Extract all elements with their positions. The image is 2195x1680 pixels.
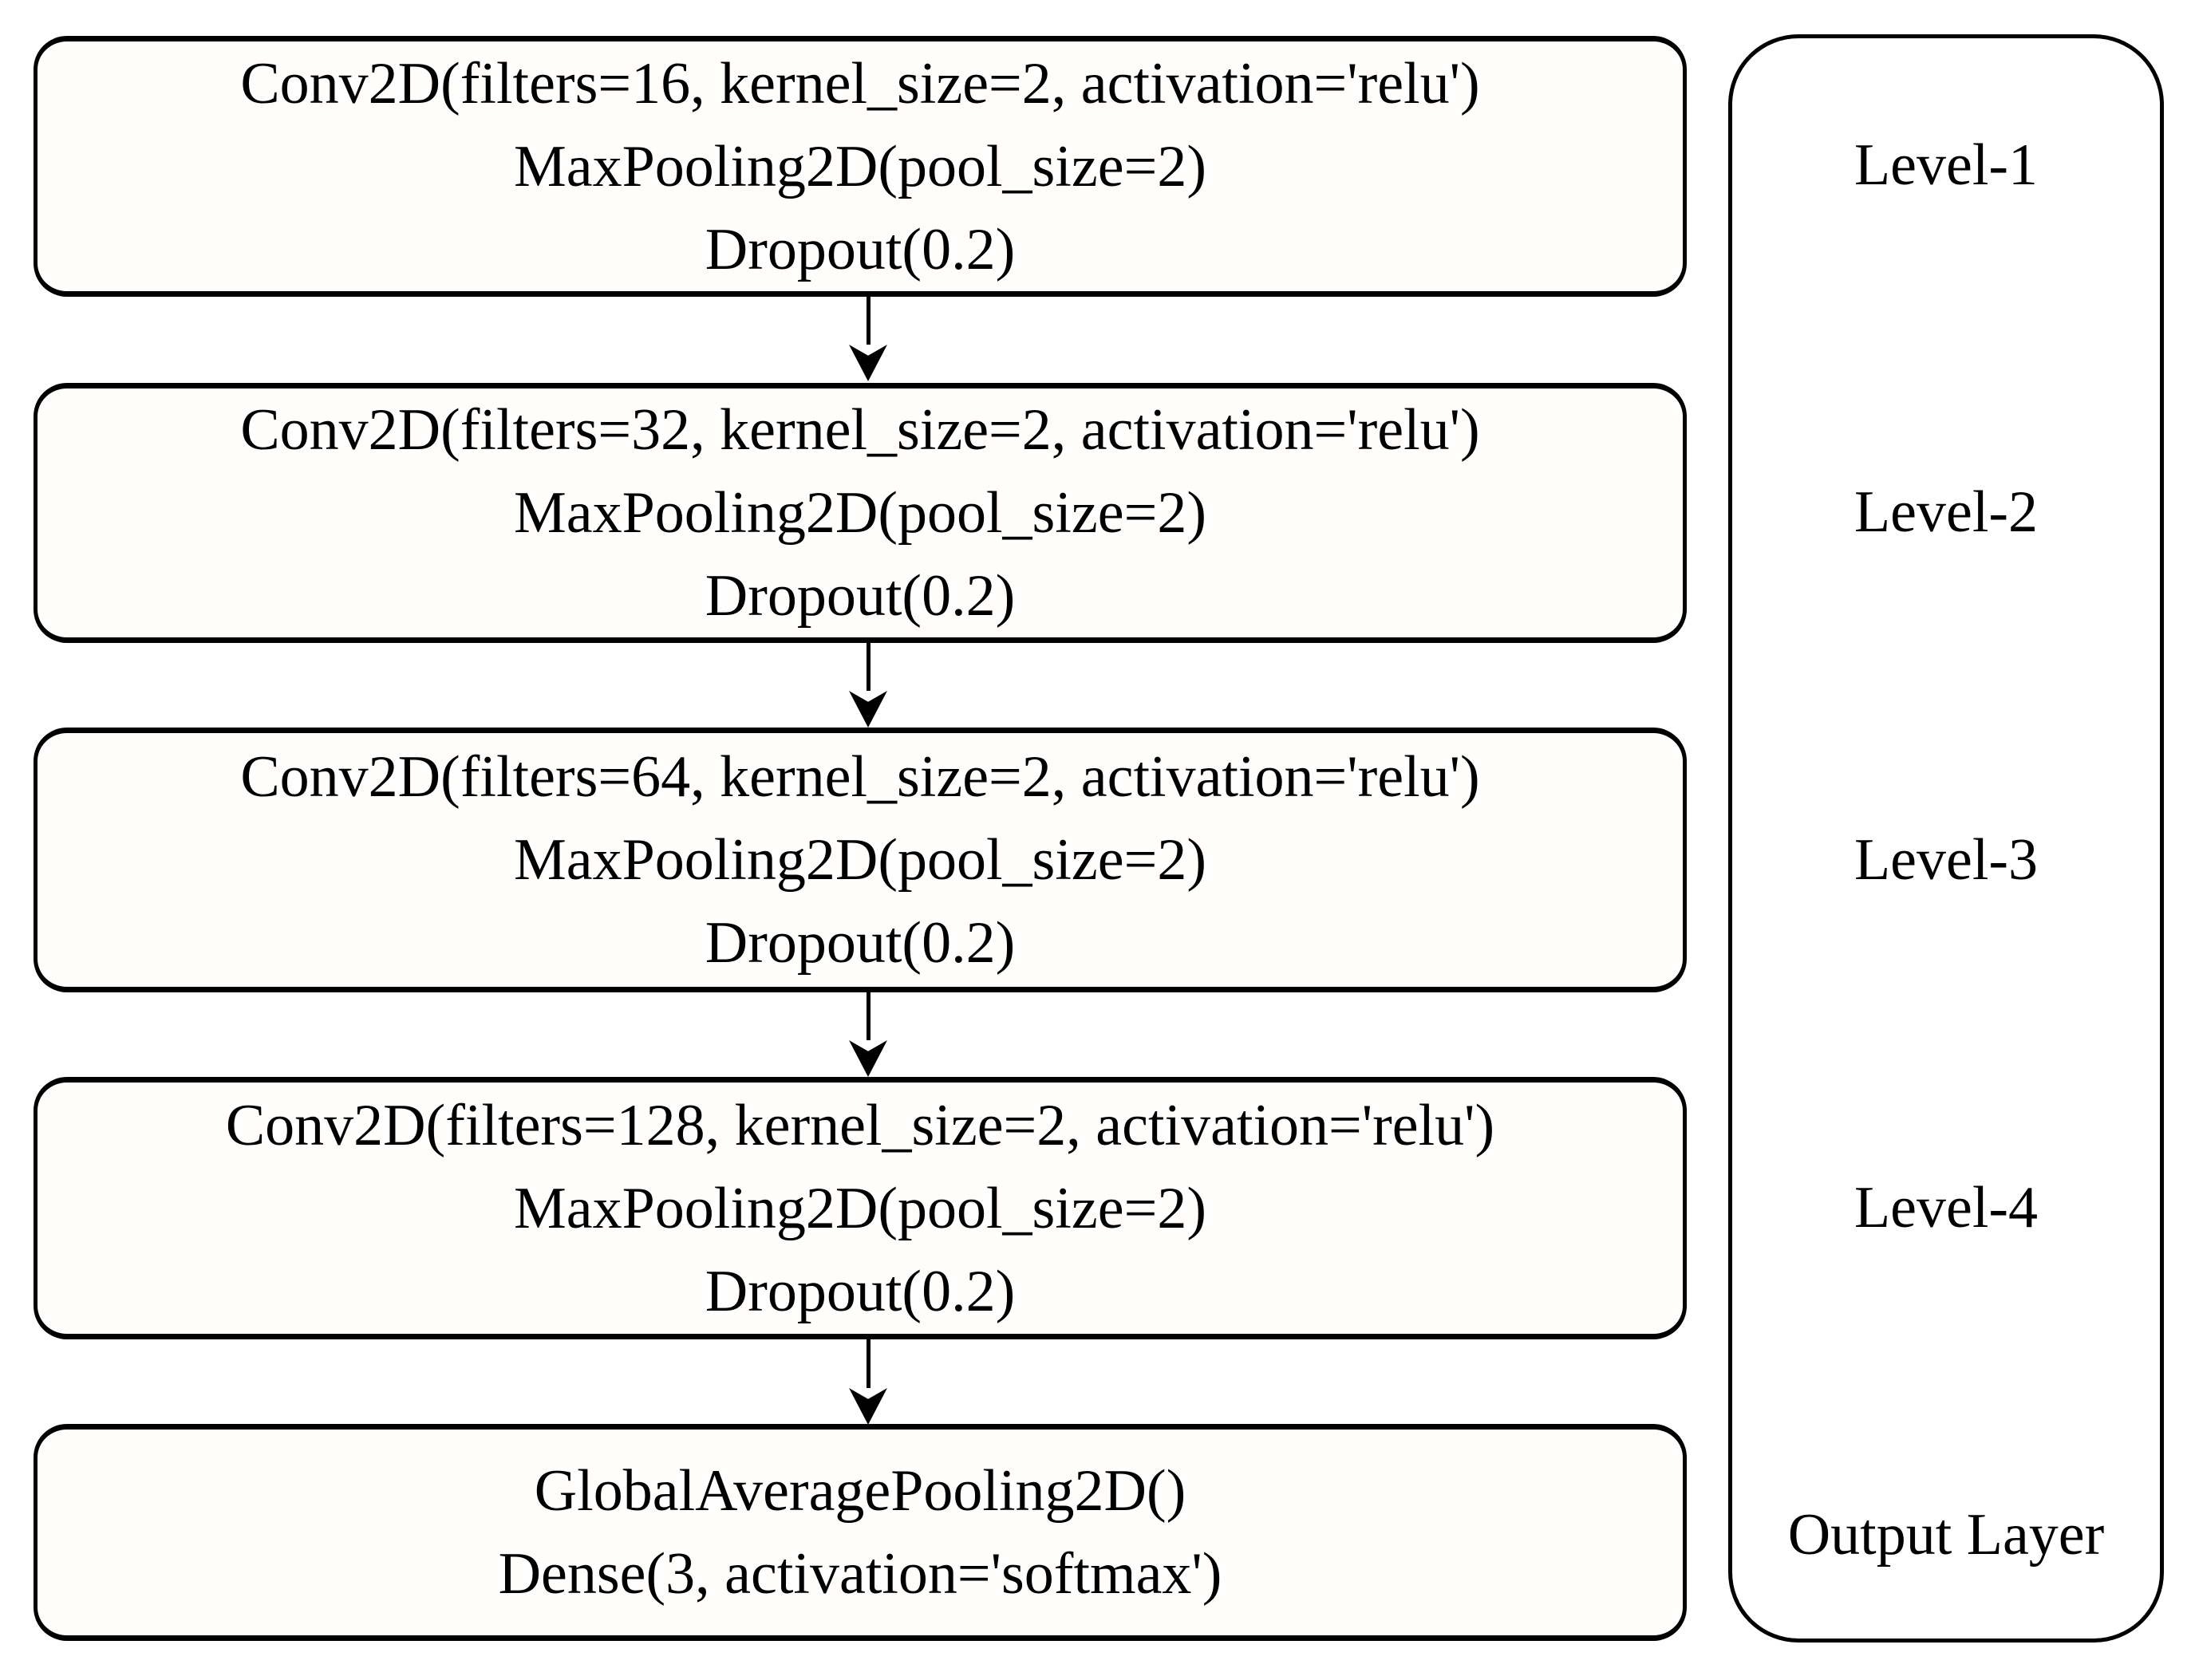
dense-line: Dense(3, activation='softmax') bbox=[498, 1541, 1222, 1607]
dropout-line: Dropout(0.2) bbox=[705, 910, 1016, 976]
flow-arrow-1 bbox=[849, 297, 887, 381]
arrow-shaft bbox=[866, 297, 870, 345]
flow-arrow-2 bbox=[849, 643, 887, 728]
dropout-line: Dropout(0.2) bbox=[705, 563, 1016, 629]
arrow-shaft bbox=[866, 992, 870, 1040]
layer-block-level-1: Conv2D(filters=16, kernel_size=2, activa… bbox=[34, 36, 1687, 297]
global-average-pooling-line: GlobalAveragePooling2D() bbox=[534, 1458, 1186, 1524]
conv2d-line: Conv2D(filters=16, kernel_size=2, activa… bbox=[240, 50, 1480, 116]
arrow-down-icon bbox=[849, 1388, 887, 1425]
flow-arrow-4 bbox=[849, 1339, 887, 1425]
dropout-line: Dropout(0.2) bbox=[705, 1258, 1016, 1324]
arrow-down-icon bbox=[849, 1040, 887, 1077]
level-label-2: Level-2 bbox=[1854, 479, 2039, 545]
flow-arrow-3 bbox=[849, 992, 887, 1077]
layer-block-level-2: Conv2D(filters=32, kernel_size=2, activa… bbox=[34, 383, 1687, 643]
arrow-shaft bbox=[866, 1339, 870, 1388]
maxpooling-line: MaxPooling2D(pool_size=2) bbox=[514, 827, 1206, 893]
level-label-4: Level-4 bbox=[1854, 1175, 2039, 1240]
conv2d-line: Conv2D(filters=128, kernel_size=2, activ… bbox=[225, 1092, 1495, 1158]
maxpooling-line: MaxPooling2D(pool_size=2) bbox=[514, 1175, 1206, 1241]
arrow-down-icon bbox=[849, 345, 887, 381]
layer-block-level-4: Conv2D(filters=128, kernel_size=2, activ… bbox=[34, 1077, 1687, 1339]
layer-block-output: GlobalAveragePooling2D() Dense(3, activa… bbox=[34, 1424, 1687, 1641]
arrow-down-icon bbox=[849, 691, 887, 728]
maxpooling-line: MaxPooling2D(pool_size=2) bbox=[514, 133, 1206, 199]
conv2d-line: Conv2D(filters=64, kernel_size=2, activa… bbox=[240, 744, 1480, 810]
level-label-3: Level-3 bbox=[1854, 827, 2039, 893]
maxpooling-line: MaxPooling2D(pool_size=2) bbox=[514, 480, 1206, 546]
arrow-shaft bbox=[866, 643, 870, 691]
dropout-line: Dropout(0.2) bbox=[705, 216, 1016, 282]
level-label-output: Output Layer bbox=[1787, 1502, 2105, 1568]
conv2d-line: Conv2D(filters=32, kernel_size=2, activa… bbox=[240, 397, 1480, 463]
layer-block-level-3: Conv2D(filters=64, kernel_size=2, activa… bbox=[34, 728, 1687, 992]
level-label-1: Level-1 bbox=[1854, 132, 2039, 198]
level-panel bbox=[1728, 34, 2164, 1643]
